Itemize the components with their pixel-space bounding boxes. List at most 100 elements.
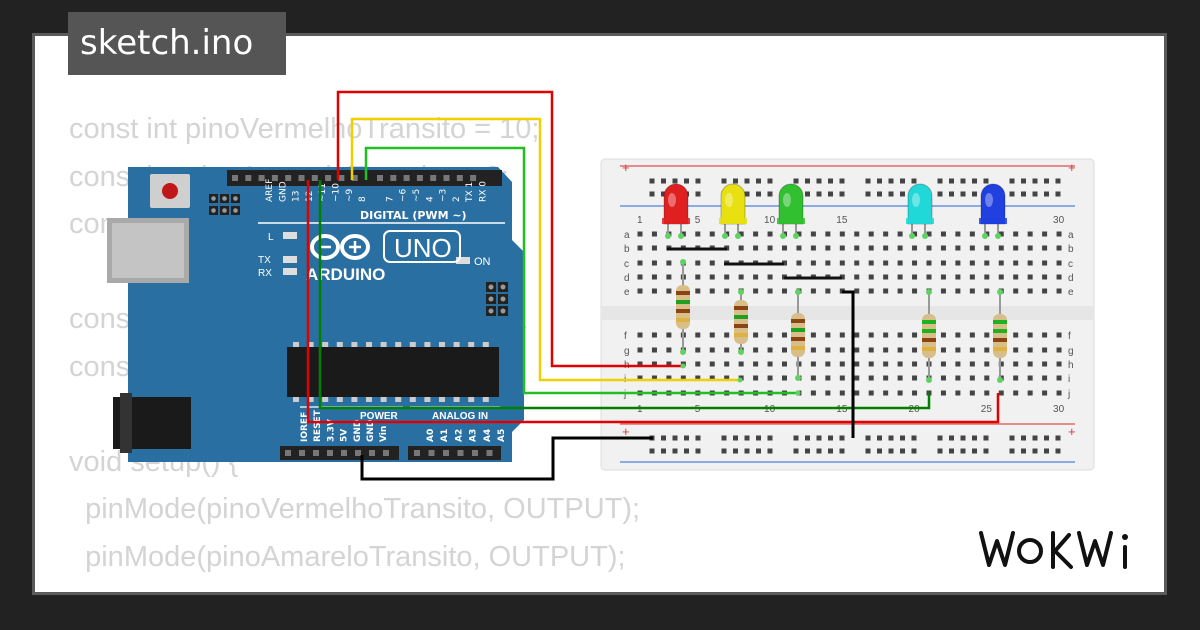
row-label: e — [624, 287, 630, 298]
row-label: c — [624, 259, 629, 270]
led-rx-label: RX — [258, 268, 272, 279]
power-pin-label: Vin — [379, 426, 389, 442]
power-pin-label: GND — [353, 420, 363, 442]
digital-pin-label: 7 — [385, 196, 395, 202]
row-label: f — [624, 331, 627, 342]
digital-pin-label: 2 — [452, 196, 462, 202]
power-pin-label: 3.3V — [326, 419, 336, 442]
resistor[interactable] — [676, 259, 690, 355]
row-label: c — [1068, 259, 1073, 270]
digital-pin-label: TX 1 — [465, 182, 475, 203]
power-pin-label: IOREF — [300, 412, 310, 442]
column-number: 10 — [764, 215, 776, 226]
digital-pin-label: 13 — [292, 191, 302, 202]
rail-plus-label: + — [1068, 160, 1076, 175]
column-number: 1 — [637, 215, 643, 226]
atmega-chip — [287, 347, 499, 397]
wire-darkgreen-pin12 — [318, 180, 931, 410]
led-cyan[interactable] — [906, 183, 934, 239]
column-number: 5 — [695, 404, 701, 415]
column-number: 5 — [695, 215, 701, 226]
digital-pin-label: ~9 — [345, 188, 355, 202]
power-pin-label: 5V — [340, 429, 350, 442]
power-label: POWER — [360, 411, 399, 422]
row-label: a — [624, 230, 630, 241]
row-label: a — [1068, 230, 1074, 241]
row-label: e — [1068, 287, 1074, 298]
digital-pin-label: 12 — [305, 191, 315, 202]
column-number: 10 — [764, 404, 776, 415]
digital-pin-label: 8 — [358, 196, 368, 202]
wire-yellow-pin9 — [350, 117, 740, 382]
row-label: h — [1068, 360, 1074, 371]
led-yellow[interactable] — [719, 183, 747, 239]
analog-header — [408, 446, 501, 460]
row-label: j — [1067, 389, 1070, 400]
resistor[interactable] — [734, 289, 748, 355]
row-label: d — [1068, 273, 1074, 284]
code-line[interactable]: pinMode(pinoVermelhoTransito, OUTPUT); — [69, 493, 641, 525]
analog-pin-label: A3 — [469, 429, 479, 442]
column-number: 30 — [1053, 404, 1065, 415]
wire-red-pin10 — [336, 90, 683, 368]
led-on-label: ON — [474, 256, 491, 268]
wire-green-pin8 — [364, 146, 798, 395]
file-tab[interactable]: sketch.ino — [68, 12, 286, 75]
resistor[interactable] — [922, 289, 936, 383]
digital-header — [227, 170, 502, 186]
row-label: g — [624, 346, 630, 357]
analog-pin-label: A2 — [454, 429, 464, 442]
row-label: d — [624, 273, 630, 284]
column-number: 15 — [836, 215, 848, 226]
circuit-wires — [306, 90, 1000, 481]
wire-red-pin13 — [306, 180, 1000, 424]
digital-pin-label: ~5 — [412, 189, 422, 202]
led-l-label: L — [268, 232, 274, 243]
rail-plus-label: + — [622, 160, 630, 175]
column-number: 20 — [909, 404, 921, 415]
led-tx-label: TX — [258, 255, 271, 266]
digital-pin-label: ~3 — [439, 189, 449, 202]
rail-plus-label: + — [1068, 424, 1076, 439]
led-blue[interactable] — [979, 183, 1007, 239]
model-label: UNO — [394, 233, 452, 263]
column-number: 30 — [1053, 215, 1065, 226]
power-pin-label: GND — [366, 420, 376, 442]
rail-plus-label: + — [622, 424, 630, 439]
jumper-wires — [667, 247, 842, 280]
led-green[interactable] — [777, 183, 805, 239]
row-label: f — [1068, 331, 1071, 342]
resistor[interactable] — [993, 289, 1007, 383]
digital-pin-label: ~10 — [332, 183, 342, 202]
row-label: i — [1068, 374, 1070, 385]
analog-pin-label: A0 — [426, 429, 436, 442]
power-header — [280, 446, 399, 460]
led-red[interactable] — [662, 183, 690, 239]
row-label: b — [624, 244, 630, 255]
row-label: j — [623, 389, 626, 400]
resistor[interactable] — [791, 289, 805, 381]
column-number: 15 — [836, 404, 848, 415]
code-line[interactable]: pinMode(pinoVerdeTransito, OUTPUT); — [69, 581, 640, 592]
wokwi-logo-icon — [979, 531, 1128, 569]
wire-black-gnd — [360, 436, 653, 481]
analog-pin-label: A4 — [483, 429, 493, 442]
column-number: 1 — [637, 404, 643, 415]
digital-pin-label: 4 — [425, 196, 435, 202]
digital-pin-label: RX 0 — [479, 181, 489, 202]
power-pin-label: RESET — [313, 409, 323, 442]
analog-pin-label: A1 — [440, 429, 450, 442]
digital-pin-label: ~6 — [399, 188, 409, 202]
analog-label: ANALOG IN — [432, 411, 488, 422]
digital-pin-label: ~11 — [318, 183, 328, 202]
analog-pin-label: A5 — [497, 429, 507, 442]
column-number: 25 — [981, 404, 993, 415]
arduino-logo-icon — [310, 234, 370, 260]
digital-pin-label: GND — [278, 181, 288, 202]
digital-label: DIGITAL (PWM ~) — [360, 209, 467, 222]
code-line[interactable]: pinMode(pinoAmareloTransito, OUTPUT); — [69, 540, 626, 573]
digital-pin-label: AREF — [265, 179, 275, 202]
row-label: g — [1068, 346, 1074, 357]
